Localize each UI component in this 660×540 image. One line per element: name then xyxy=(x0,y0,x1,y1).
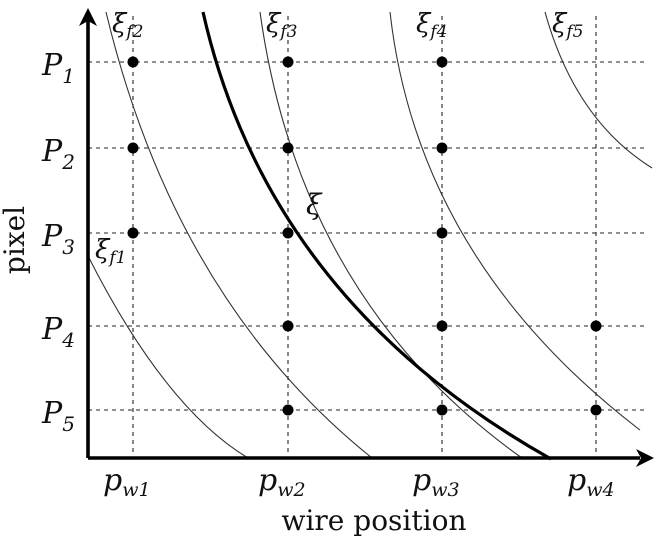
label-xi-f3: ξf3 xyxy=(266,9,297,42)
measured-point-w1-p1 xyxy=(127,56,139,68)
curve-xi-f1 xyxy=(87,255,249,459)
measured-point-w3-p2 xyxy=(436,142,448,154)
measured-points xyxy=(127,56,602,416)
wire-label-w1: pw1 xyxy=(103,463,151,501)
measured-point-w3-p1 xyxy=(436,56,448,68)
y-axis-title: pixel xyxy=(0,206,31,274)
x-axis-arrow xyxy=(636,449,654,467)
wire-label-w2: pw2 xyxy=(258,463,306,501)
grid-lines xyxy=(88,16,646,456)
pixel-label-p1: P1 xyxy=(41,48,75,88)
measured-point-w3-p5 xyxy=(436,404,448,416)
measured-point-w3-p3 xyxy=(436,227,448,239)
curve-xi xyxy=(201,11,552,461)
wire-labels: pw1 pw2 pw3 pw4 xyxy=(103,463,615,501)
pixel-labels: P1 P2 P3 P4 P5 xyxy=(41,48,75,436)
pixel-label-p2: P2 xyxy=(41,134,75,174)
measured-point-w4-p5 xyxy=(590,404,602,416)
label-xi: ξ xyxy=(306,188,323,221)
label-xi-f1: ξf1 xyxy=(95,235,126,268)
axes xyxy=(79,8,654,467)
pixel-label-p4: P4 xyxy=(41,312,75,352)
measured-point-w1-p3 xyxy=(127,227,139,239)
label-xi-f5: ξf5 xyxy=(552,9,583,42)
curve-xi-f2 xyxy=(105,11,373,459)
wire-label-w3: pw3 xyxy=(412,463,460,501)
pixel-label-p5: P5 xyxy=(41,396,75,436)
measured-point-w1-p2 xyxy=(127,142,139,154)
measured-point-w3-p4 xyxy=(436,320,448,332)
pixel-label-p3: P3 xyxy=(41,219,75,259)
measured-point-w2-p3 xyxy=(282,227,294,239)
measured-point-w2-p5 xyxy=(282,404,294,416)
wire-label-w4: pw4 xyxy=(567,463,615,501)
measured-point-w2-p2 xyxy=(282,142,294,154)
label-xi-f4: ξf4 xyxy=(416,9,447,42)
x-axis-title: wire position xyxy=(282,504,467,537)
curve-xi-f5 xyxy=(544,11,653,169)
fit-curves xyxy=(87,11,653,459)
measured-point-w2-p1 xyxy=(282,56,294,68)
curve-labels: ξ ξf1 ξf2 ξf3 ξf4 ξf5 xyxy=(95,9,583,268)
curve-xi-f4 xyxy=(389,11,641,431)
measured-point-w2-p4 xyxy=(282,320,294,332)
label-xi-f2: ξf2 xyxy=(112,9,143,42)
measured-point-w4-p4 xyxy=(590,320,602,332)
y-axis-arrow xyxy=(79,8,97,26)
curve-xi-f3 xyxy=(259,11,523,459)
